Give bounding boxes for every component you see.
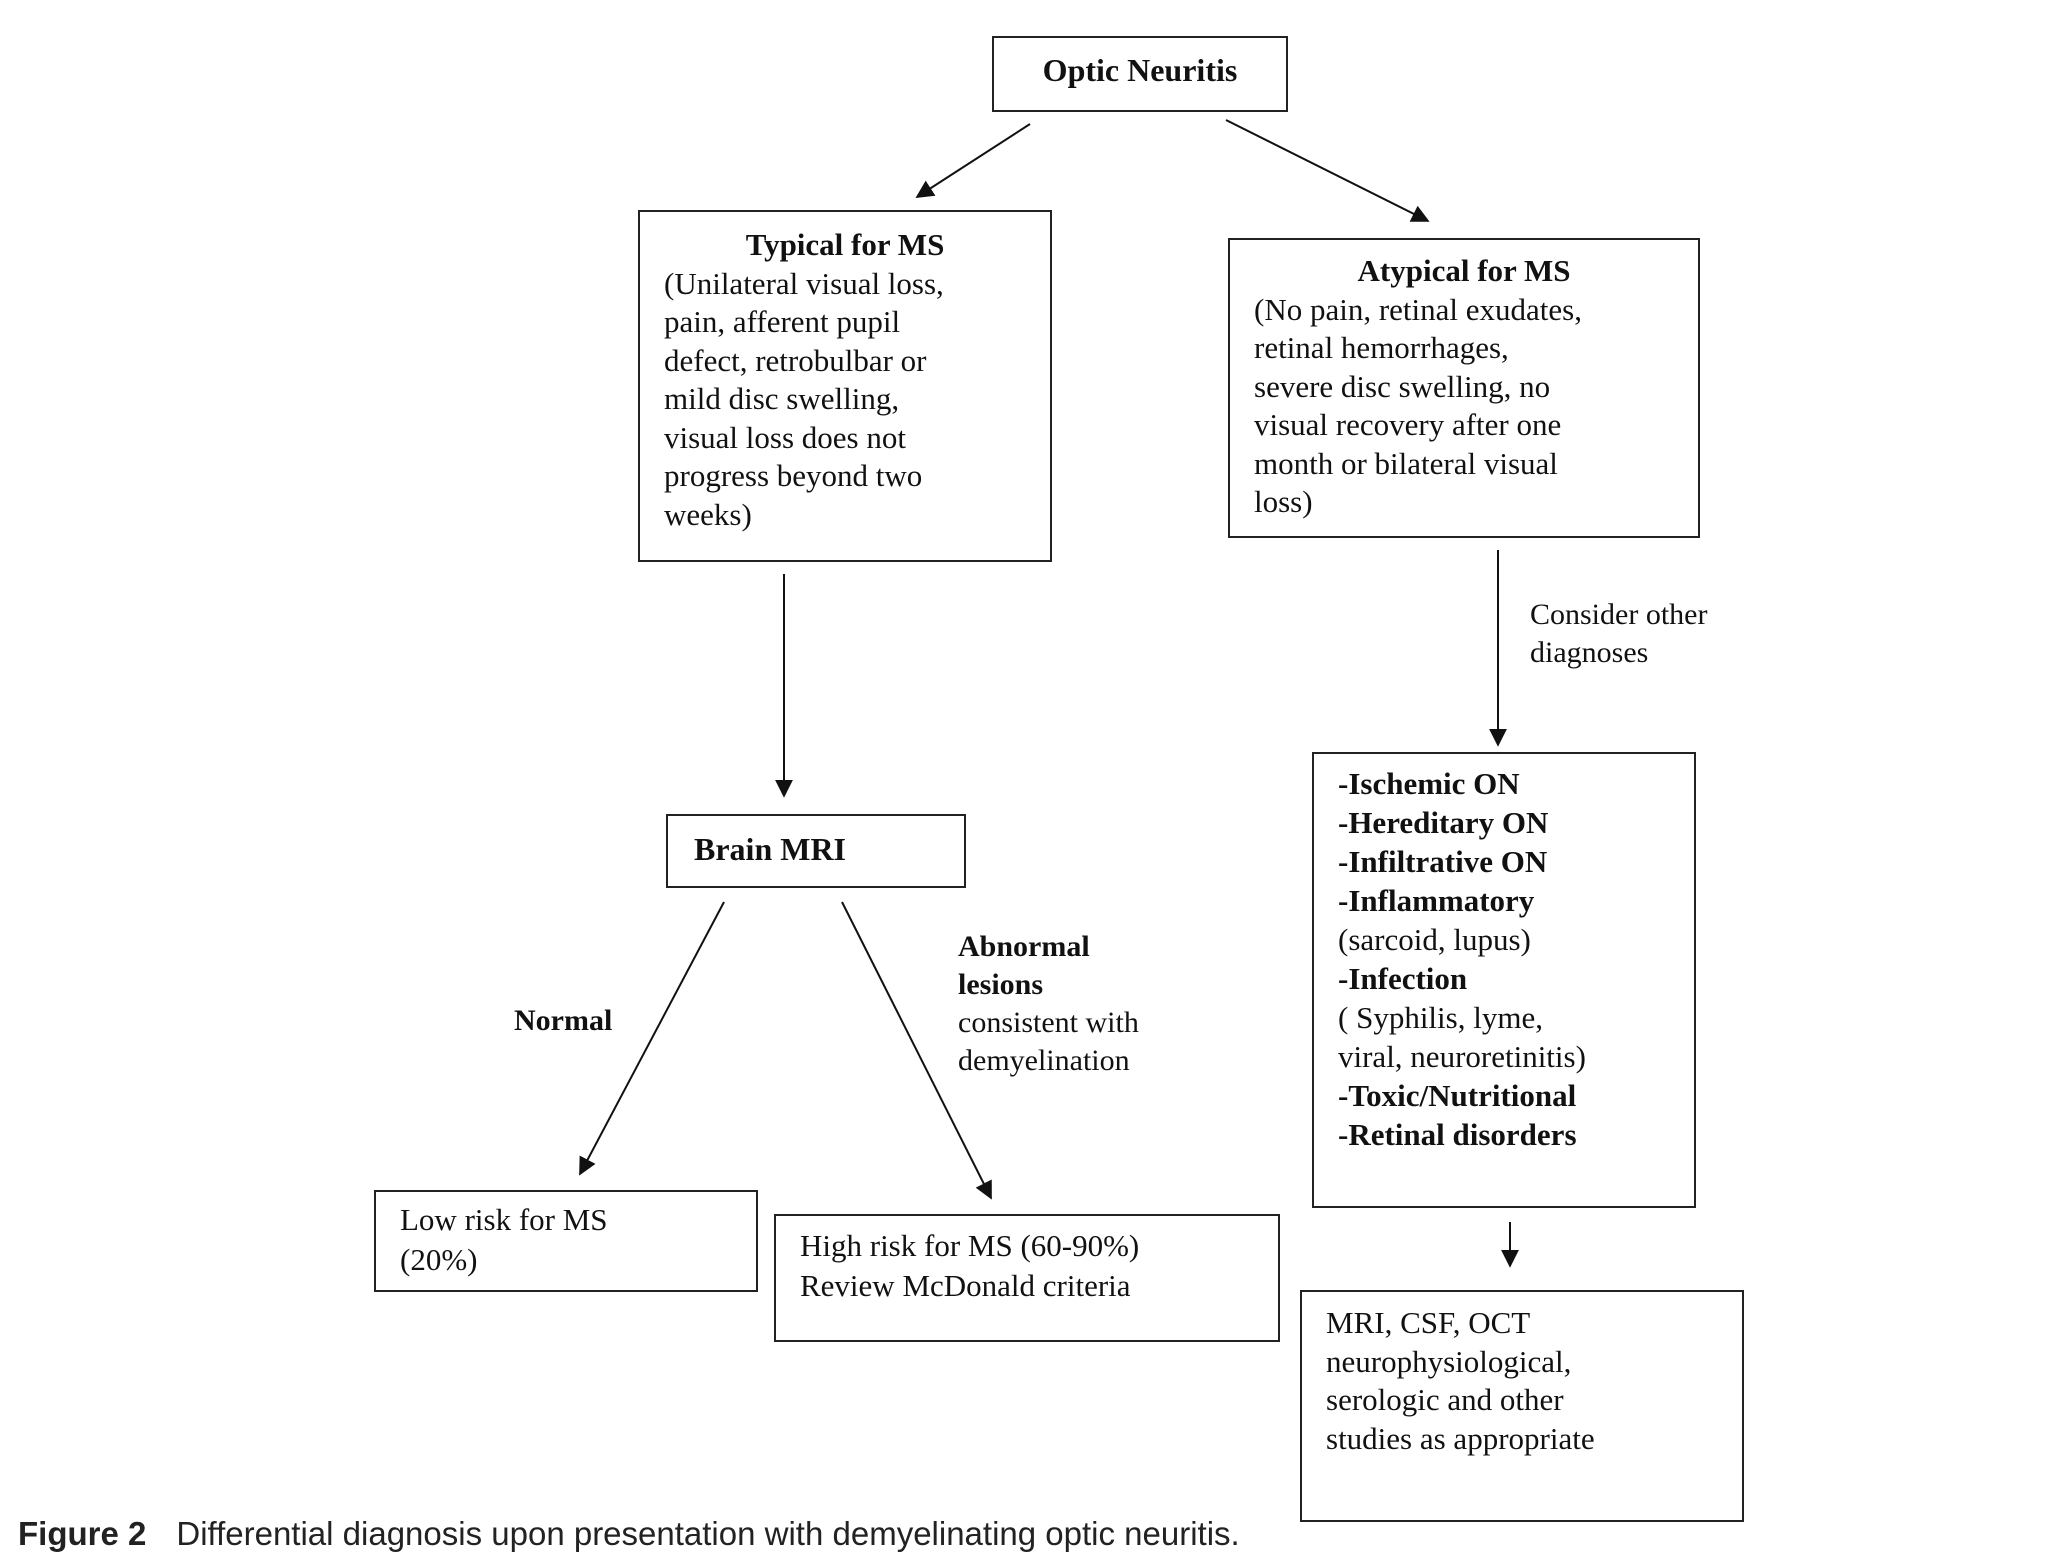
text-line: High risk for MS (60-90%) (800, 1228, 1140, 1263)
text-line: lesions (958, 968, 1044, 1001)
text-line: diagnoses (1530, 636, 1649, 669)
node-body: -Ischemic ON -Hereditary ON -Infiltrative … (1338, 764, 1694, 1154)
diagnosis-line: -Inflammatory (1338, 883, 1535, 918)
arrow-optic-to-atypical (1225, 119, 1430, 222)
node-body: High risk for MS (60-90%) Review McDonald… (800, 1226, 1278, 1306)
text-line: retinal hemorrhages, (1254, 330, 1509, 365)
node-typical-for-ms: Typical for MS (Unilateral visual loss,p… (638, 210, 1052, 562)
diagnosis-line: -Hereditary ON (1338, 805, 1549, 840)
text-line: progress beyond two (664, 458, 923, 493)
figure-number: Figure 2 (18, 1515, 147, 1552)
text-line: (No pain, retinal exudates, (1254, 291, 1582, 327)
text-line: severe disc swelling, no (1254, 368, 1551, 404)
text-line: month or bilateral visual (1254, 445, 1558, 481)
text-line: Review McDonald criteria (800, 1268, 1131, 1303)
node-atypical-for-ms: Atypical for MS (No pain, retinal exudat… (1228, 238, 1700, 538)
figure-caption-text: Differential diagnosis upon presentation… (176, 1515, 1240, 1552)
text-line: mild disc swelling, (664, 381, 900, 416)
text-line: Consider other (1530, 598, 1708, 631)
node-other-diagnoses: -Ischemic ON -Hereditary ON -Infiltrative … (1312, 752, 1696, 1208)
arrow-mri-to-low (579, 901, 725, 1176)
edge-label-abnormal-bold: Abnormal lesions (958, 928, 1139, 1004)
node-title: Optic Neuritis (1042, 52, 1238, 88)
text-line: visual loss does not (664, 419, 906, 455)
diagnosis-line: -Infection (1338, 961, 1468, 996)
edge-label-abnormal: Abnormal lesions consistent with demyelina… (958, 928, 1139, 1080)
node-low-risk: Low risk for MS (20%) (374, 1190, 758, 1292)
diagnosis-line: -Retinal disorders (1338, 1117, 1577, 1152)
diagnosis-line: (sarcoid, lupus) (1338, 922, 1531, 957)
edge-label-abnormal-rest: consistent with demyelination (958, 1004, 1139, 1080)
node-brain-mri: Brain MRI (666, 814, 966, 888)
diagnosis-line: -Infiltrative ON (1338, 844, 1548, 879)
arrow-mri-to-high (841, 901, 992, 1200)
text-line: serologic and other (1326, 1382, 1564, 1417)
text-line: visual recovery after one (1254, 407, 1562, 442)
text-line: consistent with (958, 1006, 1139, 1039)
text-line: (20%) (400, 1242, 478, 1277)
text-line: defect, retrobulbar or (664, 342, 927, 378)
node-body: Low risk for MS (20%) (400, 1200, 756, 1280)
node-body: (No pain, retinal exudates,retinal hemor… (1254, 291, 1698, 522)
node-optic-neuritis: Optic Neuritis (992, 36, 1288, 112)
diagnosis-line: viral, neuroretinitis) (1338, 1039, 1586, 1074)
text-line: demyelination (958, 1044, 1130, 1077)
node-body: (Unilateral visual loss,pain, afferent p… (664, 265, 1050, 535)
diagnosis-line: -Ischemic ON (1338, 766, 1520, 801)
arrow-optic-to-typical (915, 123, 1031, 198)
node-title: Brain MRI (694, 831, 846, 867)
text-line: pain, afferent pupil (664, 304, 901, 339)
text-line: loss) (1254, 484, 1313, 519)
diagnosis-line: -Toxic/Nutritional (1338, 1078, 1577, 1113)
text-line: MRI, CSF, OCT (1326, 1305, 1531, 1340)
text-line: Low risk for MS (400, 1202, 608, 1237)
edge-label-consider-other: Consider other diagnoses (1530, 596, 1707, 672)
text-line: weeks) (664, 496, 752, 532)
text-line: neurophysiological, (1326, 1343, 1572, 1379)
node-title: Atypical for MS (1357, 253, 1571, 288)
text-line: (Unilateral visual loss, (664, 265, 944, 301)
text-line: Abnormal (958, 930, 1090, 963)
figure-caption: Figure 2 Differential diagnosis upon pres… (18, 1514, 1240, 1554)
text-line: studies as appropriate (1326, 1420, 1595, 1456)
diagnosis-line: ( Syphilis, lyme, (1338, 1000, 1543, 1035)
edge-label-normal: Normal (514, 1004, 613, 1037)
node-title: Typical for MS (745, 227, 945, 262)
node-high-risk: High risk for MS (60-90%) Review McDonald… (774, 1214, 1280, 1342)
